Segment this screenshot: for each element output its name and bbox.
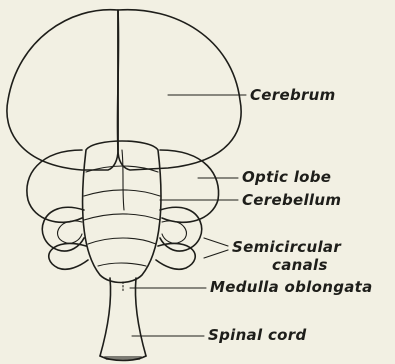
leader-semicircular: [204, 238, 228, 258]
optic-lobe-right: [160, 150, 219, 222]
medulla-oblongata: [100, 278, 111, 356]
canals-label: canals: [272, 257, 328, 273]
cerebrum-right-hemisphere: [118, 10, 241, 170]
semicircular-label: Semicircular: [232, 239, 341, 255]
spinal-cord-label: Spinal cord: [208, 327, 306, 343]
optic-lobe-label: Optic lobe: [242, 169, 331, 185]
cerebrum-label: Cerebrum: [250, 87, 336, 103]
cerebellum: [83, 141, 161, 283]
spinal-cord: [135, 278, 146, 356]
medulla-oblongata-label: Medulla oblongata: [210, 279, 373, 295]
cerebrum-left-hemisphere: [7, 10, 118, 170]
optic-lobe-left: [27, 150, 82, 222]
cerebellum-label: Cerebellum: [242, 192, 341, 208]
